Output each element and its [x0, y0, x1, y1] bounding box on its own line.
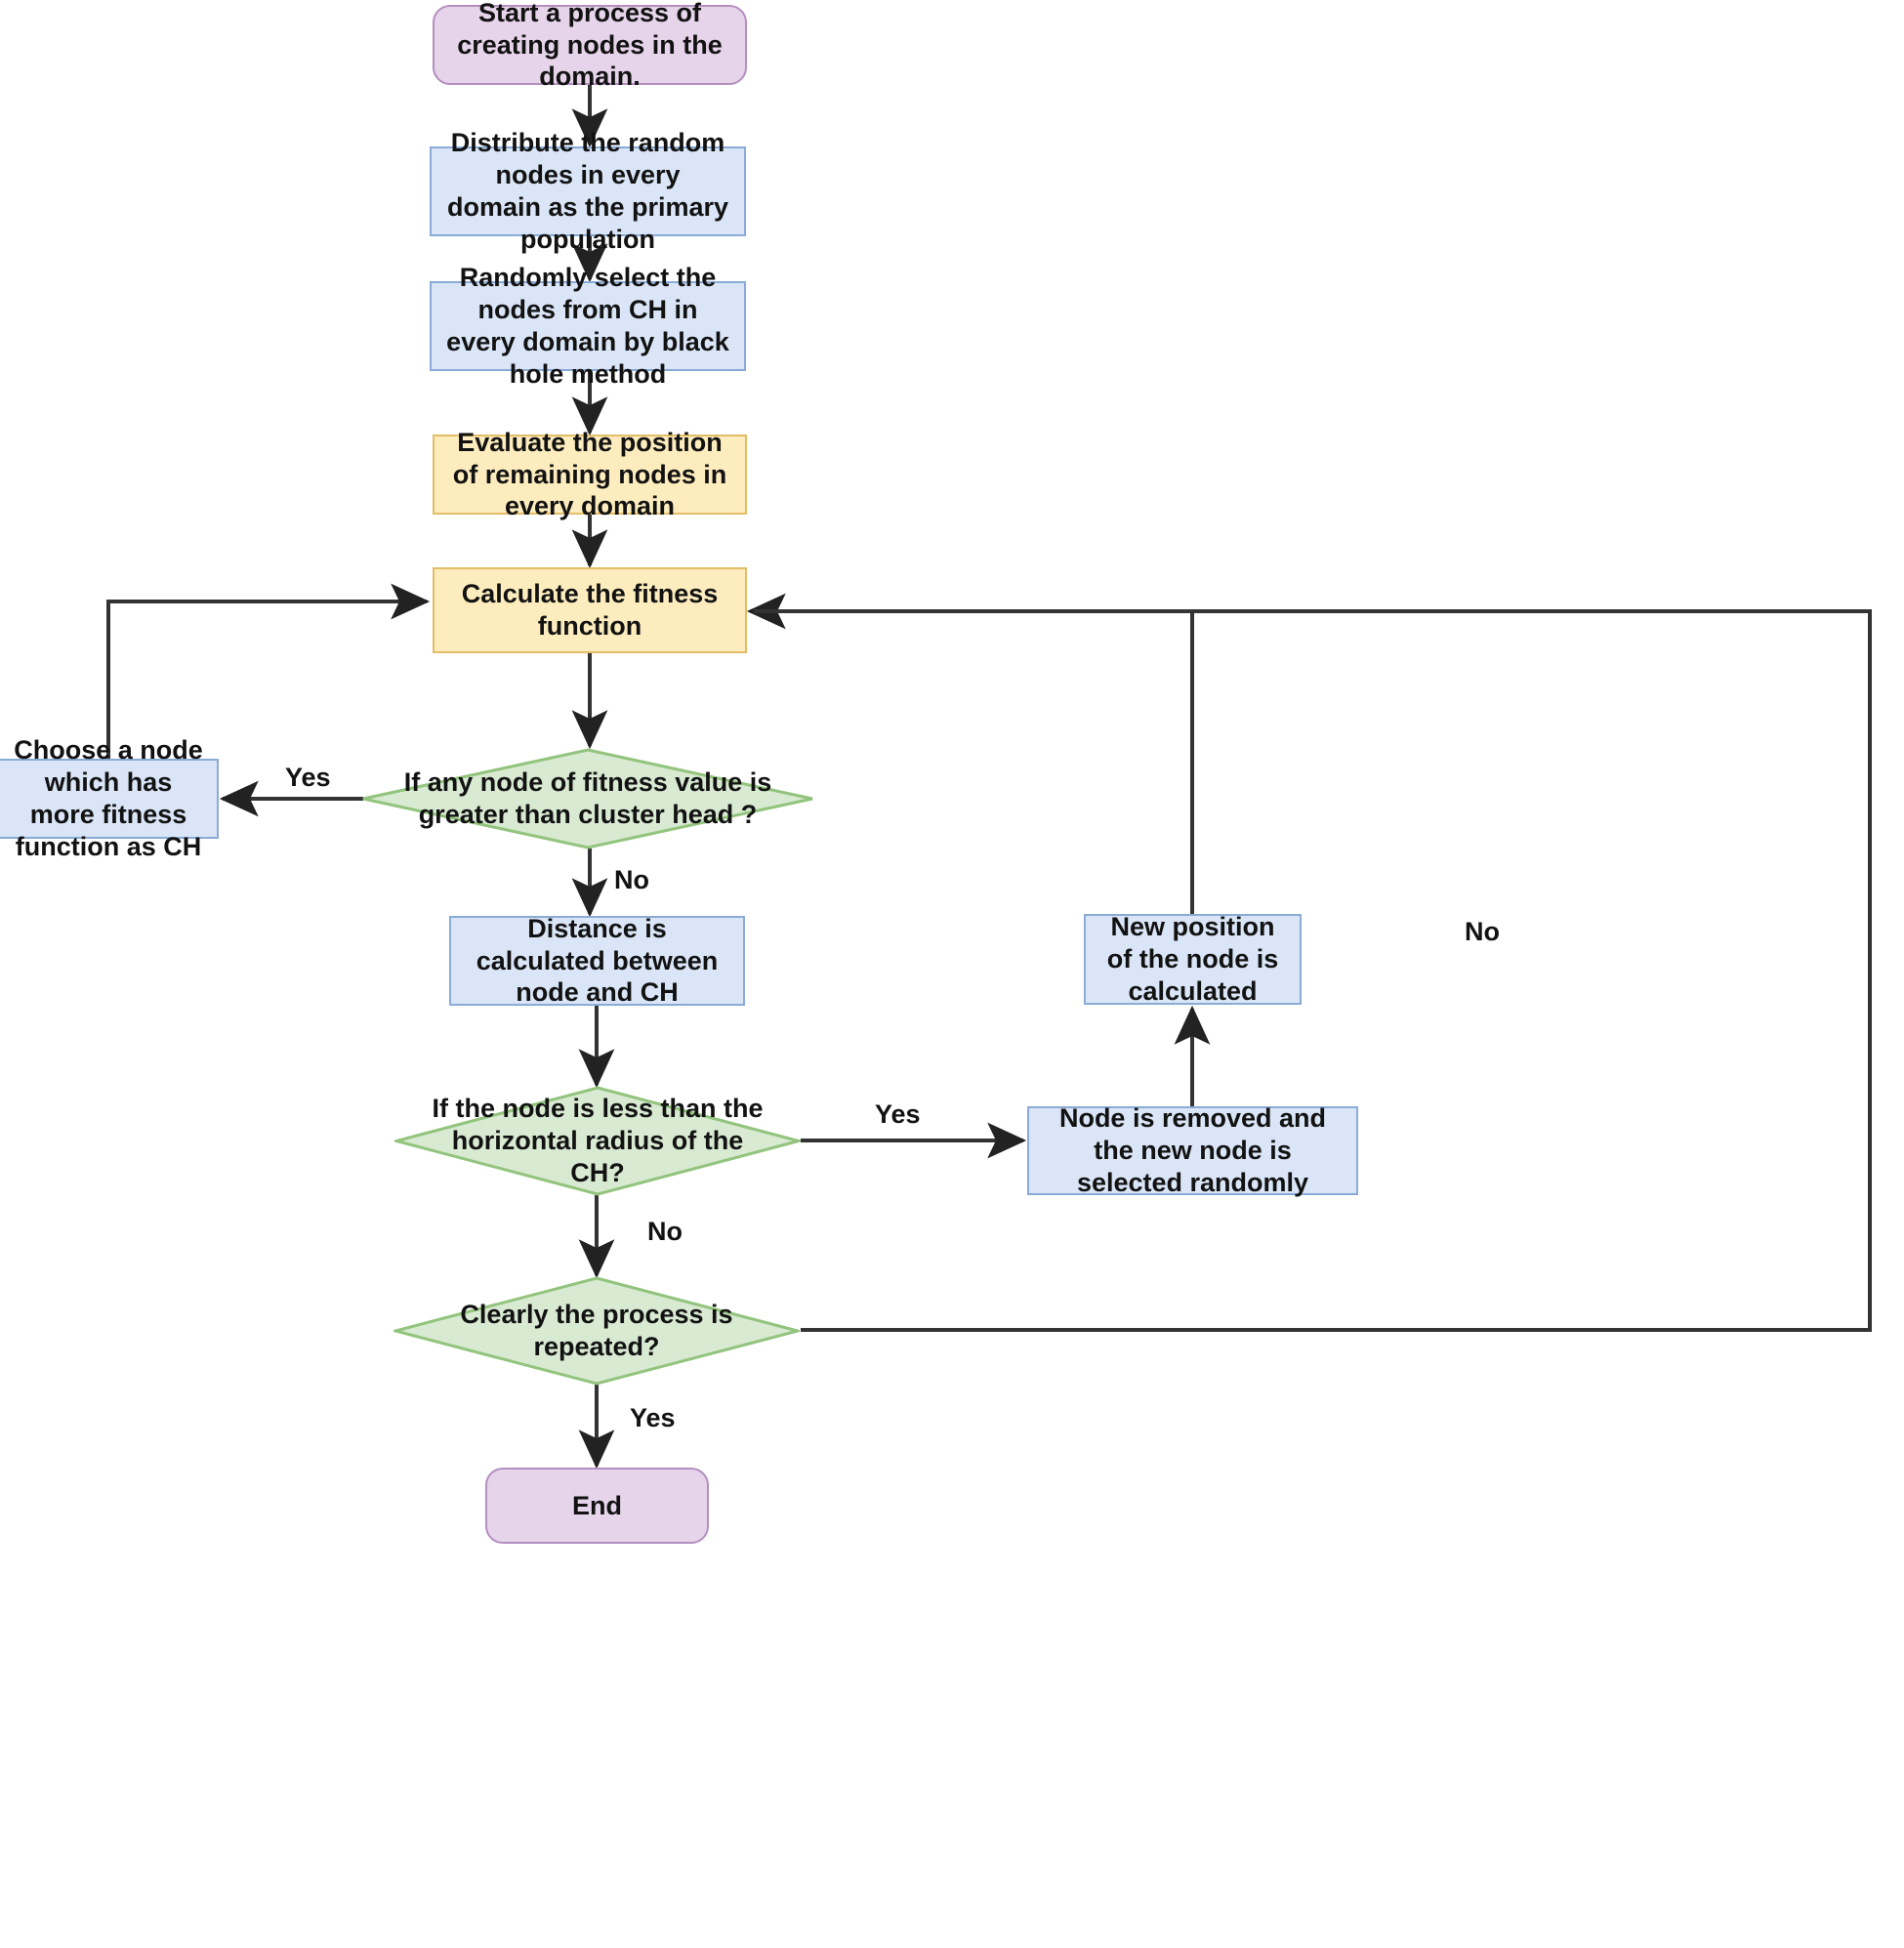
node-choose-node-as-ch[interactable]: Choose a node which has more fitness fun… — [0, 735, 219, 861]
edge-label-decision2-yes: Yes — [875, 1099, 921, 1129]
node-node-removed-new-selected[interactable]: Node is removed and the new node is sele… — [1027, 1103, 1358, 1197]
node-end-label: End — [572, 1490, 622, 1520]
node-removed-label: Node is removed and the new node is sele… — [1058, 1103, 1327, 1197]
edge-label-decision3-yes: Yes — [630, 1403, 676, 1432]
node-decision3-label: Clearly the process is repeated? — [460, 1300, 733, 1361]
node-distance-label: Distance is calculated between node and … — [476, 913, 719, 1008]
edge-newposition-fitness — [746, 593, 1194, 914]
node-start[interactable]: Start a process of creating nodes in the… — [433, 0, 747, 91]
node-decision-fitness-greater-than-ch[interactable]: If any node of fitness value is greater … — [361, 748, 814, 850]
diamond-shape-icon — [362, 748, 813, 850]
node-fitness-label: Calculate the fitness function — [461, 579, 719, 641]
node-distribute-label: Distribute the random nodes in every dom… — [446, 128, 729, 254]
node-newposition-label: New position of the node is calculated — [1106, 912, 1279, 1006]
node-evaluate-position[interactable]: Evaluate the position of remaining nodes… — [433, 428, 747, 520]
diamond-shape-icon — [394, 1086, 801, 1196]
node-decision-process-repeated[interactable]: Clearly the process is repeated? — [393, 1276, 800, 1386]
node-evaluate-label: Evaluate the position of remaining nodes… — [452, 427, 727, 521]
node-start-label: Start a process of creating nodes in the… — [457, 0, 723, 92]
node-distance-calculated[interactable]: Distance is calculated between node and … — [449, 914, 745, 1007]
edge-decision3-fitness — [754, 609, 1872, 1332]
edge-label-decision1-yes: Yes — [285, 763, 331, 792]
node-new-position-calculated[interactable]: New position of the node is calculated — [1084, 912, 1302, 1006]
node-randomly-select-nodes[interactable]: Randomly select the nodes from CH in eve… — [430, 263, 746, 389]
edge-label-decision1-no: No — [614, 865, 649, 894]
edge-label-decision2-no: No — [647, 1217, 683, 1246]
node-decision1-label: If any node of fitness value is greater … — [403, 767, 772, 829]
node-distribute-random-nodes[interactable]: Distribute the random nodes in every dom… — [430, 128, 746, 254]
edge-label-decision3-no: No — [1465, 917, 1500, 946]
node-decision-node-less-than-radius[interactable]: If the node is less than the horizontal … — [394, 1086, 801, 1196]
node-end[interactable]: End — [485, 1468, 709, 1544]
node-select-label: Randomly select the nodes from CH in eve… — [446, 263, 729, 389]
node-decision2-label: If the node is less than the horizontal … — [432, 1094, 764, 1187]
node-choose-label: Choose a node which has more fitness fun… — [14, 735, 203, 861]
node-calculate-fitness-function[interactable]: Calculate the fitness function — [433, 567, 747, 653]
